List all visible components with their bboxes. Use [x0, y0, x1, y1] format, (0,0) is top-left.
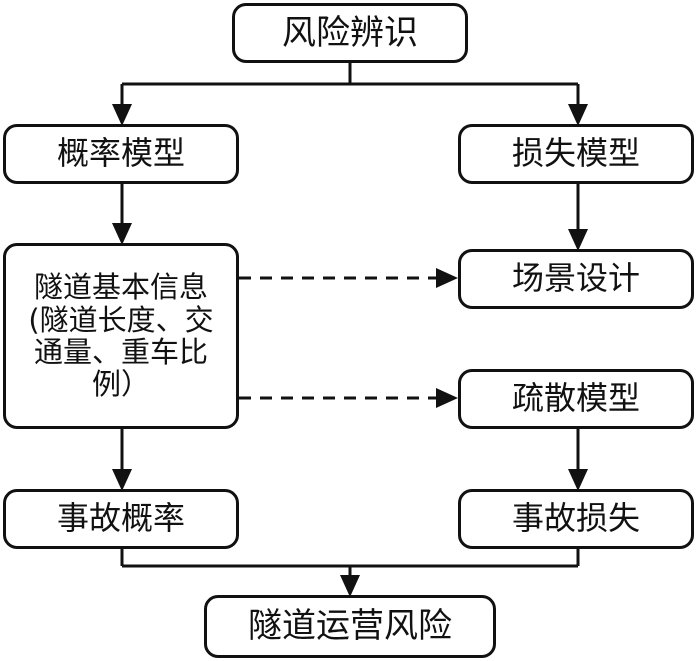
arrow-head-to-probability-model — [112, 104, 132, 126]
node-probability-model-label: 概率模型 — [56, 134, 185, 173]
arrow-head-to-evacuation-model-dashed — [436, 388, 458, 408]
node-tunnel-info[interactable]: 隧道基本信息 (隧道长度、交 通量、重车比 例） — [3, 243, 239, 429]
node-accident-loss[interactable]: 事故损失 — [458, 489, 694, 549]
node-scenario-design[interactable]: 场景设计 — [458, 249, 694, 309]
node-loss-model[interactable]: 损失模型 — [458, 124, 694, 184]
node-accident-probability[interactable]: 事故概率 — [3, 489, 239, 549]
node-tunnel-info-label: 隧道基本信息 (隧道长度、交 通量、重车比 例） — [28, 270, 214, 402]
arrow-head-to-tunnel-info — [112, 223, 132, 245]
arrow-head-to-scenario-design — [568, 229, 588, 251]
arrow-head-to-scenario-design-dashed — [436, 268, 458, 288]
arrow-head-to-tunnel-operation-risk — [340, 575, 360, 597]
arrow-head-to-accident-loss — [568, 469, 588, 491]
node-accident-probability-label: 事故概率 — [56, 499, 185, 538]
arrow-head-to-loss-model — [568, 104, 588, 126]
node-scenario-design-label: 场景设计 — [511, 259, 640, 298]
node-probability-model[interactable]: 概率模型 — [3, 124, 239, 184]
node-tunnel-operation-risk[interactable]: 隧道运营风险 — [204, 595, 496, 658]
node-risk-identification-label: 风险辨识 — [282, 12, 418, 53]
node-risk-identification[interactable]: 风险辨识 — [232, 3, 468, 63]
node-accident-loss-label: 事故损失 — [511, 499, 640, 538]
node-evacuation-model[interactable]: 疏散模型 — [458, 369, 694, 429]
arrow-head-to-accident-probability — [112, 469, 132, 491]
node-loss-model-label: 损失模型 — [511, 134, 640, 173]
node-tunnel-operation-risk-label: 隧道运营风险 — [248, 606, 452, 647]
node-evacuation-model-label: 疏散模型 — [511, 379, 640, 418]
